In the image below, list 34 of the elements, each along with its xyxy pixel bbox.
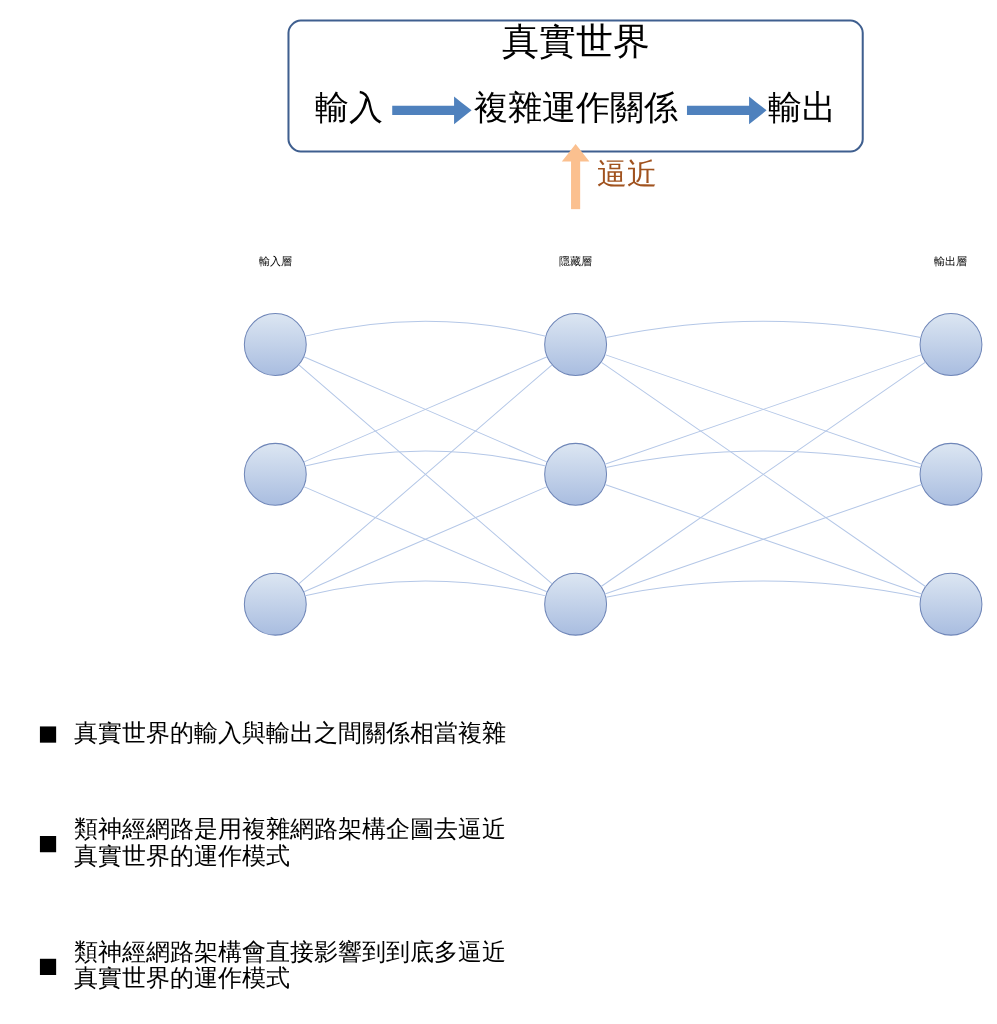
- node-text: 輸出: [767, 87, 836, 128]
- connector: [304, 580, 547, 597]
- arrow: [392, 96, 472, 125]
- label: 輸出層: [934, 254, 968, 268]
- connector: [605, 320, 922, 339]
- node-circle: [243, 313, 307, 376]
- node-circle: [544, 442, 608, 506]
- label: 輸入層: [258, 254, 292, 268]
- label: 類神經網路架構會直接影響到到底多逼近真實世界的運作模式: [74, 936, 507, 993]
- connector: [303, 486, 548, 593]
- label: 類神經網路是用複雜網路架構企圖去逼近真實世界的運作模式: [74, 814, 507, 870]
- node-circle: [544, 572, 608, 636]
- node-circle: [243, 572, 307, 636]
- node-circle: [919, 313, 983, 376]
- connector: [303, 356, 548, 463]
- connector: [605, 580, 922, 598]
- arrow: [561, 144, 590, 210]
- label: 真實世界的輸入與輸出之間關係相當複雜: [74, 717, 507, 747]
- connector: [600, 361, 926, 587]
- node-circle: [544, 313, 608, 376]
- connector: [605, 450, 922, 468]
- connector: [304, 320, 547, 337]
- connector: [304, 450, 547, 467]
- label: 隱藏層: [559, 254, 593, 268]
- connector: [298, 364, 553, 585]
- node-text: 複雜運作關係: [473, 87, 678, 128]
- arrow: [686, 96, 767, 125]
- edge-label: 逼近: [596, 156, 657, 191]
- connector: [604, 354, 923, 465]
- node-circle: [243, 442, 307, 506]
- connector: [604, 484, 923, 595]
- node-text: 輸入: [315, 87, 384, 128]
- node-circle: [919, 442, 983, 506]
- node-circle: [919, 572, 983, 636]
